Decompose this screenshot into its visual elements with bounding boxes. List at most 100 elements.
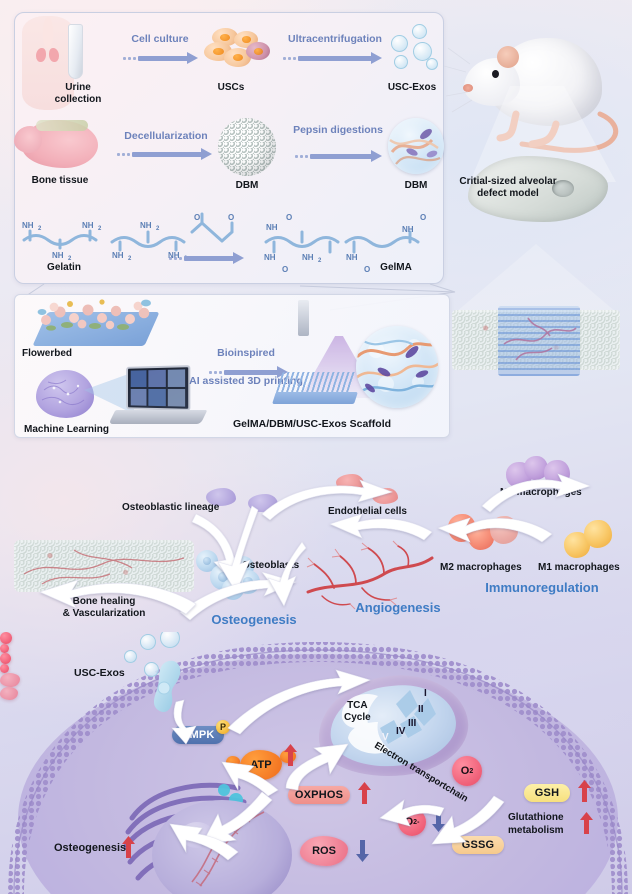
svg-text:2: 2 — [68, 256, 72, 262]
etc-complex-II-label: II — [418, 704, 424, 715]
usc-exo-vesicle-1 — [140, 634, 156, 650]
cell-osteogenesis-label: Osteogenesis — [54, 842, 127, 854]
pepsin-digestion-arrow — [294, 150, 382, 162]
methacrylation-arrow — [168, 252, 244, 264]
osteogenesis-section-title: Osteogenesis — [211, 612, 297, 627]
dbm-label-2: DBM — [404, 180, 428, 191]
svg-text:NH: NH — [264, 253, 276, 262]
brain-gyri — [41, 379, 85, 406]
svg-text:2: 2 — [98, 226, 102, 232]
endothelial-cell-1 — [336, 474, 364, 491]
svg-text:NH: NH — [82, 221, 94, 230]
pig-head-icon — [14, 126, 42, 153]
m2-macrophage-cluster — [448, 512, 522, 550]
exosome-fusion-body — [152, 660, 190, 718]
rat-tail-and-limbs — [443, 47, 619, 153]
ros-fragment-2 — [0, 687, 18, 700]
superoxide-label: O — [404, 816, 414, 828]
bioinspired-arrow-label: Bioinspired — [217, 347, 275, 359]
cell-mechanism-diagram: USC-Exos AMPK P ATP — [0, 632, 632, 894]
m0-macrophage-cluster — [506, 456, 572, 490]
pig-spine-highlight — [36, 120, 88, 131]
alveolar-mandible-model — [468, 156, 608, 222]
tca-cycle-label: TCA Cycle — [344, 700, 371, 723]
usc-exos-cell-label: USC-Exos — [74, 667, 125, 679]
usc-exos-cluster — [386, 24, 442, 76]
gssg-label: GSSG — [461, 839, 495, 851]
superoxide-down-arrow — [432, 810, 445, 837]
atp-up-arrow — [284, 744, 297, 771]
oxygen-dot-2 — [0, 644, 9, 653]
laptop-screen-content — [130, 369, 186, 407]
gsh-label: GSH — [534, 787, 560, 799]
svg-text:NH: NH — [266, 223, 278, 232]
svg-text:NH: NH — [402, 225, 414, 234]
ros-label: ROS — [312, 845, 336, 857]
decellularization-arrow-label: Decellularization — [124, 130, 208, 142]
atp-label: ATP — [250, 759, 272, 771]
ros-fragment-1 — [0, 673, 20, 687]
rat-nose-icon — [463, 84, 473, 92]
scaffold-product-label: GelMA/DBM/USC-Exos Scaffold — [232, 418, 392, 430]
defect-model-label: Critial-sized alveolar defect model — [459, 176, 557, 199]
flowerbed-blooms — [34, 298, 160, 332]
decellularization-arrow — [116, 148, 212, 160]
m1-macrophage-cluster — [564, 520, 624, 558]
cell-culture-arrow-label: Cell culture — [131, 33, 189, 45]
svg-text:O: O — [282, 265, 288, 274]
etc-complex-IV-label: IV — [396, 726, 406, 737]
svg-text:NH: NH — [302, 253, 314, 262]
svg-text:O: O — [286, 213, 292, 222]
osteoblastic-lineage-cell-2 — [248, 494, 278, 512]
machine-learning-label: Machine Learning — [24, 424, 110, 435]
svg-text:NH: NH — [140, 221, 152, 230]
usc-exos-label: USC-Exos — [387, 82, 437, 93]
printed-scaffold-base — [272, 392, 358, 404]
printer-nozzle-icon — [298, 300, 309, 336]
gssg-pill: GSSG — [452, 836, 504, 854]
etc-complex-III-label: III — [408, 718, 417, 729]
svg-text:NH: NH — [168, 251, 180, 260]
kidney-left-icon — [36, 48, 46, 62]
m0-macrophages-label: M0 macrophages — [500, 487, 582, 498]
m1-macrophages-label: M1 macrophages — [538, 562, 620, 573]
brain-illustration — [36, 370, 94, 418]
gsh-up-arrow — [578, 780, 591, 807]
rat-ear-icon — [497, 46, 519, 68]
endothelial-cell-2 — [372, 488, 398, 504]
svg-text:NH: NH — [22, 221, 34, 230]
svg-text:2: 2 — [38, 226, 42, 232]
flowerbed-label: Flowerbed — [22, 348, 73, 359]
oxphos-pill: OXPHOS — [288, 786, 350, 804]
human-body-icon — [22, 16, 74, 110]
cell-culture-arrow — [122, 52, 198, 64]
dbm-label-1: DBM — [235, 180, 259, 191]
osteoblastic-lineage-cell-1 — [206, 488, 236, 506]
pepsin-digestion-arrow-label: Pepsin digestions — [293, 124, 383, 136]
svg-text:O: O — [194, 213, 200, 222]
gsh-pill: GSH — [524, 784, 570, 802]
etc-complex-I-label: I — [424, 688, 427, 699]
osteoblasts-label: Osteoblasts — [242, 560, 300, 571]
phospho-label: P — [219, 722, 226, 732]
scaffold-microstructure-circle — [356, 326, 438, 408]
ai-3d-printing-arrow-label: AI assisted 3D printing — [189, 375, 303, 387]
endothelial-cells-label: Endothelial cells — [328, 506, 407, 517]
phosphorylation-badge: P — [216, 720, 230, 734]
svg-text:2: 2 — [318, 258, 322, 264]
alveolar-defect-hole — [552, 180, 574, 197]
bone-tissue-label: Bone tissue — [31, 175, 89, 186]
angiogenesis-section-title: Angiogenesis — [355, 600, 441, 615]
oxygen-label: O — [460, 765, 470, 777]
usc-exo-vesicle-3 — [124, 650, 137, 663]
immunoregulation-section-title: Immunoregulation — [485, 580, 599, 595]
rat-eye-icon — [492, 70, 499, 78]
oxygen-dot-1 — [0, 632, 12, 644]
dbm-particle-sphere — [218, 118, 276, 176]
scaffold-vessel-network — [503, 317, 577, 361]
osteoblastic-lineage-label: Osteoblastic lineage — [122, 502, 220, 513]
usc-cell-cluster — [200, 28, 270, 76]
